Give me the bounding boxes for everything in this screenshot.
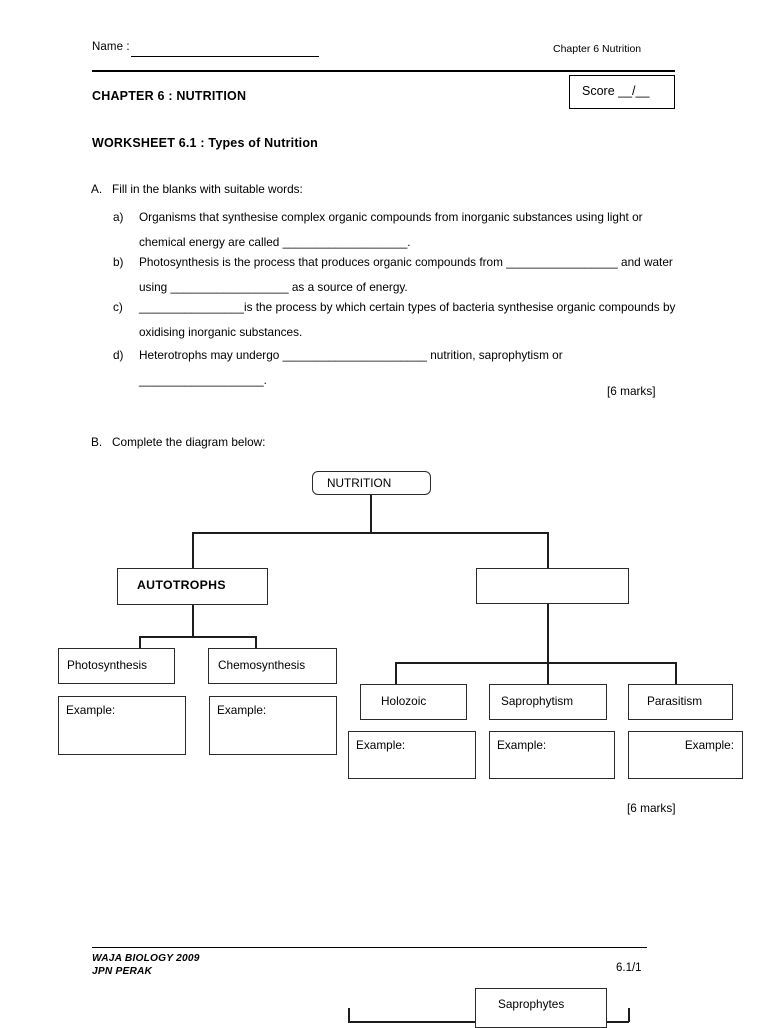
diagram-node-saprophytism-label: Saprophytism: [501, 694, 574, 708]
diagram-node-heterotrophs-blank[interactable]: [476, 568, 629, 604]
score-box: Score __/__: [569, 75, 675, 109]
diagram-node-autotrophs: AUTOTROPHS: [117, 568, 268, 605]
header-divider: [92, 70, 675, 72]
section-b-label: B.: [91, 435, 103, 449]
diagram-node-holozoic-label: Holozoic: [381, 694, 427, 708]
diagram-node-photosynthesis-label: Photosynthesis: [67, 658, 148, 672]
footer-page-number: 6.1/1: [616, 962, 642, 974]
question-c-text: ________________is the process by which …: [139, 300, 676, 339]
diagram-node-saprophytism: Saprophytism: [489, 684, 607, 720]
diagram-node-saprophytes-label: Saprophytes: [498, 997, 565, 1011]
connector-autotrophs-down: [192, 532, 194, 569]
diagram-node-chemosynthesis: Chemosynthesis: [208, 648, 337, 684]
footer-divider: [92, 947, 647, 948]
example-label-saprophytism: Example:: [497, 738, 547, 752]
question-d-label: d): [113, 348, 124, 362]
score-label: Score __/__: [582, 84, 650, 98]
question-d: d) Heterotrophs may undergo ____________…: [113, 343, 673, 393]
question-a-label: a): [113, 210, 124, 224]
question-c: c) ________________is the process by whi…: [113, 295, 679, 345]
footer-source-line1: WAJA BIOLOGY 2009: [92, 953, 200, 964]
example-box-holozoic[interactable]: Example:: [348, 731, 476, 779]
connector-autotrophs-stem: [192, 605, 194, 637]
question-b-text: Photosynthesis is the process that produ…: [139, 255, 673, 294]
example-label-chemosynthesis: Example:: [217, 703, 267, 717]
footer-source-line2: JPN PERAK: [92, 965, 153, 977]
diagram-node-saprophytes: Saprophytes: [475, 988, 607, 1028]
chapter-reference: Chapter 6 Nutrition: [553, 43, 642, 55]
question-b-label: b): [113, 255, 124, 269]
connector-nutrition-down: [370, 495, 372, 533]
connector-heterotrophs-horizontal: [395, 662, 676, 664]
connector-chemosynthesis-down: [255, 636, 257, 649]
connector-heterotrophs-down: [547, 532, 549, 569]
example-box-photosynthesis[interactable]: Example:: [58, 696, 186, 755]
example-box-parasitism[interactable]: Example:: [628, 731, 743, 779]
example-label-parasitism: Example:: [684, 738, 734, 752]
question-c-label: c): [113, 300, 123, 314]
section-b-heading-text: Complete the diagram below:: [112, 435, 266, 449]
question-b: b) Photosynthesis is the process that pr…: [113, 250, 673, 300]
section-b-heading: B. Complete the diagram below:: [91, 435, 265, 449]
example-label-holozoic: Example:: [356, 738, 406, 752]
diagram-node-nutrition: NUTRITION: [312, 471, 431, 495]
diagram-node-autotrophs-label: AUTOTROPHS: [137, 578, 226, 592]
question-d-text: Heterotrophs may undergo _______________…: [139, 348, 563, 387]
diagram-node-chemosynthesis-label: Chemosynthesis: [218, 658, 306, 672]
page-title: CHAPTER 6 : NUTRITION: [92, 89, 247, 103]
section-a-label: A.: [91, 182, 103, 196]
nextpage-connector-right: [628, 1008, 630, 1022]
question-a: a) Organisms that synthesise complex org…: [113, 205, 673, 255]
connector-holozoic-down: [395, 662, 397, 685]
name-blank-line: [131, 56, 319, 57]
section-a-heading-text: Fill in the blanks with suitable words:: [112, 182, 303, 196]
example-box-chemosynthesis[interactable]: Example:: [209, 696, 337, 755]
diagram-node-holozoic: Holozoic: [360, 684, 467, 720]
connector-photosynthesis-down: [139, 636, 141, 649]
section-b-marks: [6 marks]: [627, 801, 676, 815]
example-label-photosynthesis: Example:: [66, 703, 116, 717]
section-a-marks: [6 marks]: [607, 384, 656, 398]
diagram-node-parasitism-label: Parasitism: [647, 694, 703, 708]
connector-autotrophs-horizontal: [139, 636, 257, 638]
worksheet-title: WORKSHEET 6.1 : Types of Nutrition: [92, 136, 319, 150]
connector-heterotrophs-stem: [547, 604, 549, 684]
section-a-heading: A. Fill in the blanks with suitable word…: [91, 182, 303, 196]
connector-top-horizontal: [192, 532, 548, 534]
diagram-node-nutrition-label: NUTRITION: [327, 476, 392, 490]
name-label: Name :: [92, 41, 130, 53]
question-a-text: Organisms that synthesise complex organi…: [139, 210, 643, 249]
example-box-saprophytism[interactable]: Example:: [489, 731, 615, 779]
diagram-node-photosynthesis: Photosynthesis: [58, 648, 175, 684]
diagram-node-parasitism: Parasitism: [628, 684, 733, 720]
footer-source: WAJA BIOLOGY 2009 JPN PERAK: [92, 953, 200, 978]
nextpage-connector-left: [348, 1008, 350, 1022]
connector-parasitism-down: [675, 662, 677, 685]
